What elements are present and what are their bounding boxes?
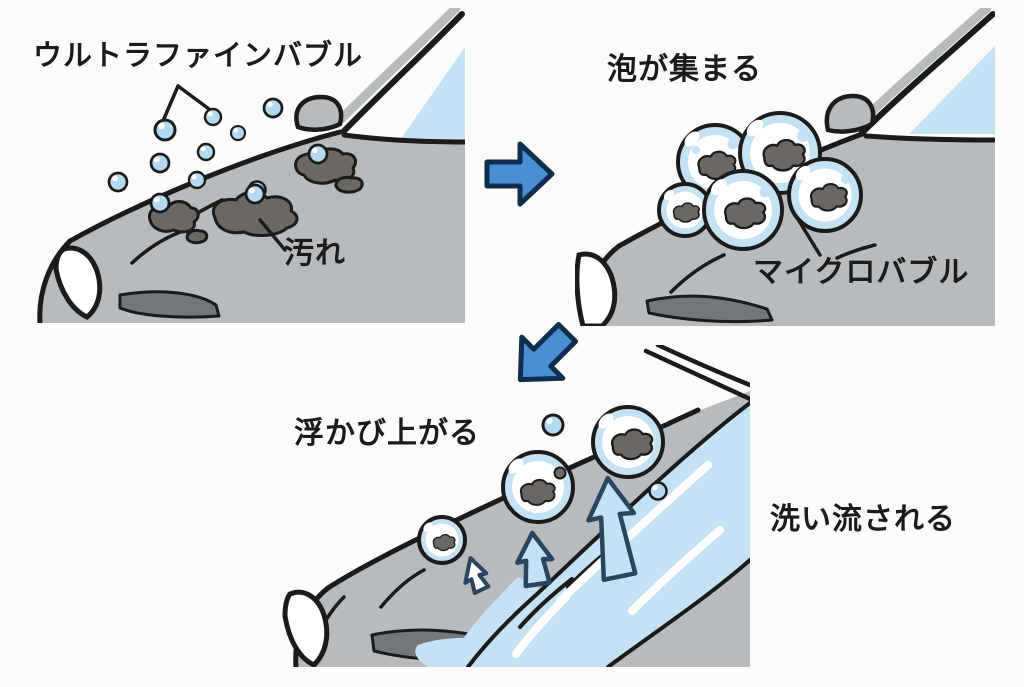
label-dirt: 汚れ bbox=[284, 236, 346, 271]
a-pillar bbox=[331, 8, 461, 129]
dirt-spot bbox=[185, 228, 209, 245]
micro-bubble bbox=[702, 169, 784, 251]
panel-step2-illustration bbox=[575, 8, 995, 326]
rising-bubble bbox=[501, 450, 575, 524]
micro-bubble bbox=[787, 157, 863, 233]
car-hood bbox=[588, 135, 995, 326]
micro-bubble-cluster bbox=[657, 111, 863, 251]
rising-bubble bbox=[591, 405, 665, 479]
windshield bbox=[909, 46, 995, 134]
headlight bbox=[575, 251, 618, 326]
wiper-cowl-shadow bbox=[118, 290, 221, 319]
label-micro-bubble: マイクロバブル bbox=[753, 255, 970, 290]
dirt-spot bbox=[334, 175, 364, 194]
dirt-pointer-line bbox=[258, 218, 287, 252]
wiper-cowl-shadow bbox=[645, 294, 774, 324]
side-mirror bbox=[294, 94, 344, 132]
flow-arrow-right-icon bbox=[484, 141, 555, 207]
flow-arrow-down-left-icon bbox=[517, 321, 579, 383]
dirt-spot bbox=[212, 190, 299, 237]
rising-bubble bbox=[417, 515, 467, 565]
label-ultrafine-bubble: ウルトラファインバブル bbox=[33, 38, 364, 72]
a-pillar bbox=[655, 345, 750, 388]
label-pointer-line bbox=[794, 214, 822, 257]
headlight bbox=[282, 589, 330, 667]
rising-bubbles bbox=[417, 405, 668, 565]
panel-step3-illustration bbox=[282, 345, 750, 667]
label-pointer-line bbox=[161, 84, 180, 123]
panel-step1-illustration bbox=[37, 8, 465, 323]
label-float-up: 浮かび上がる bbox=[294, 416, 480, 451]
label-foam-gathers: 泡が集まる bbox=[607, 52, 762, 87]
side-mirror bbox=[824, 93, 876, 134]
label-washed-away: 洗い流される bbox=[770, 502, 956, 537]
label-pointer-line bbox=[176, 84, 211, 111]
windshield bbox=[400, 47, 465, 140]
headlight bbox=[53, 245, 103, 320]
micro-bubble bbox=[657, 182, 713, 238]
micro-bubble bbox=[738, 111, 822, 195]
rise-arrow-icon bbox=[463, 475, 638, 596]
